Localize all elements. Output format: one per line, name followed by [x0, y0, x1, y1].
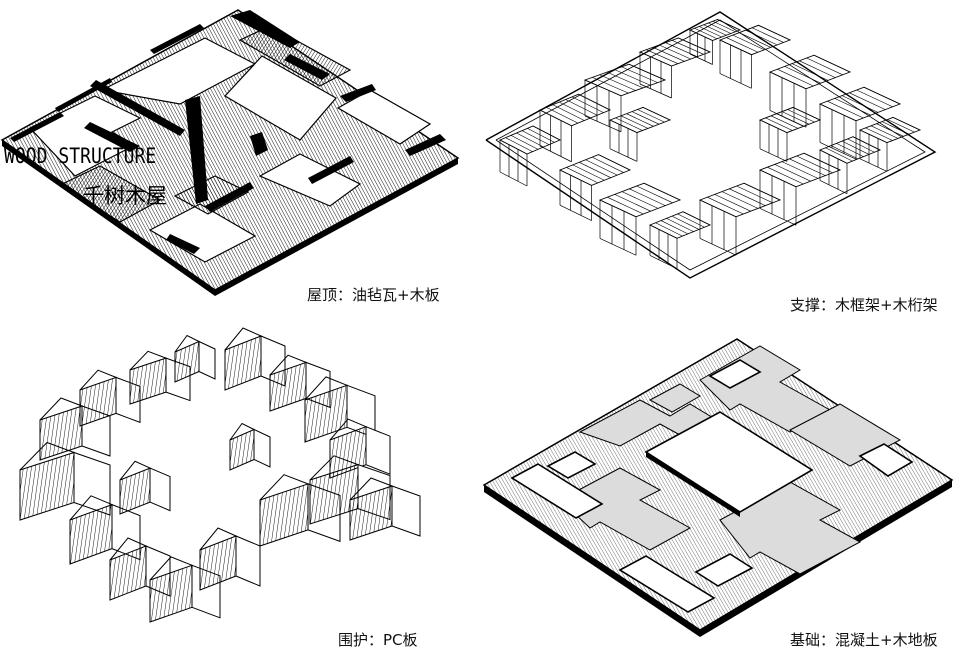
caption-support: 支撑：木框架+木桁架 [790, 296, 938, 314]
logo-english-text: WOOD STRUCTURE [4, 144, 157, 168]
enclosure-walls-drawing [19, 327, 421, 623]
foundation-drawing [482, 338, 954, 637]
support-frame-drawing [485, 11, 937, 279]
logo-chinese-text: 千树木屋 [83, 184, 167, 208]
caption-roof: 屋顶：油毡瓦+木板 [307, 286, 440, 304]
caption-foundation: 基础：混凝土+木地板 [790, 631, 938, 649]
roof-drawing [0, 9, 460, 296]
caption-enclosure: 围护：PC板 [338, 631, 418, 649]
